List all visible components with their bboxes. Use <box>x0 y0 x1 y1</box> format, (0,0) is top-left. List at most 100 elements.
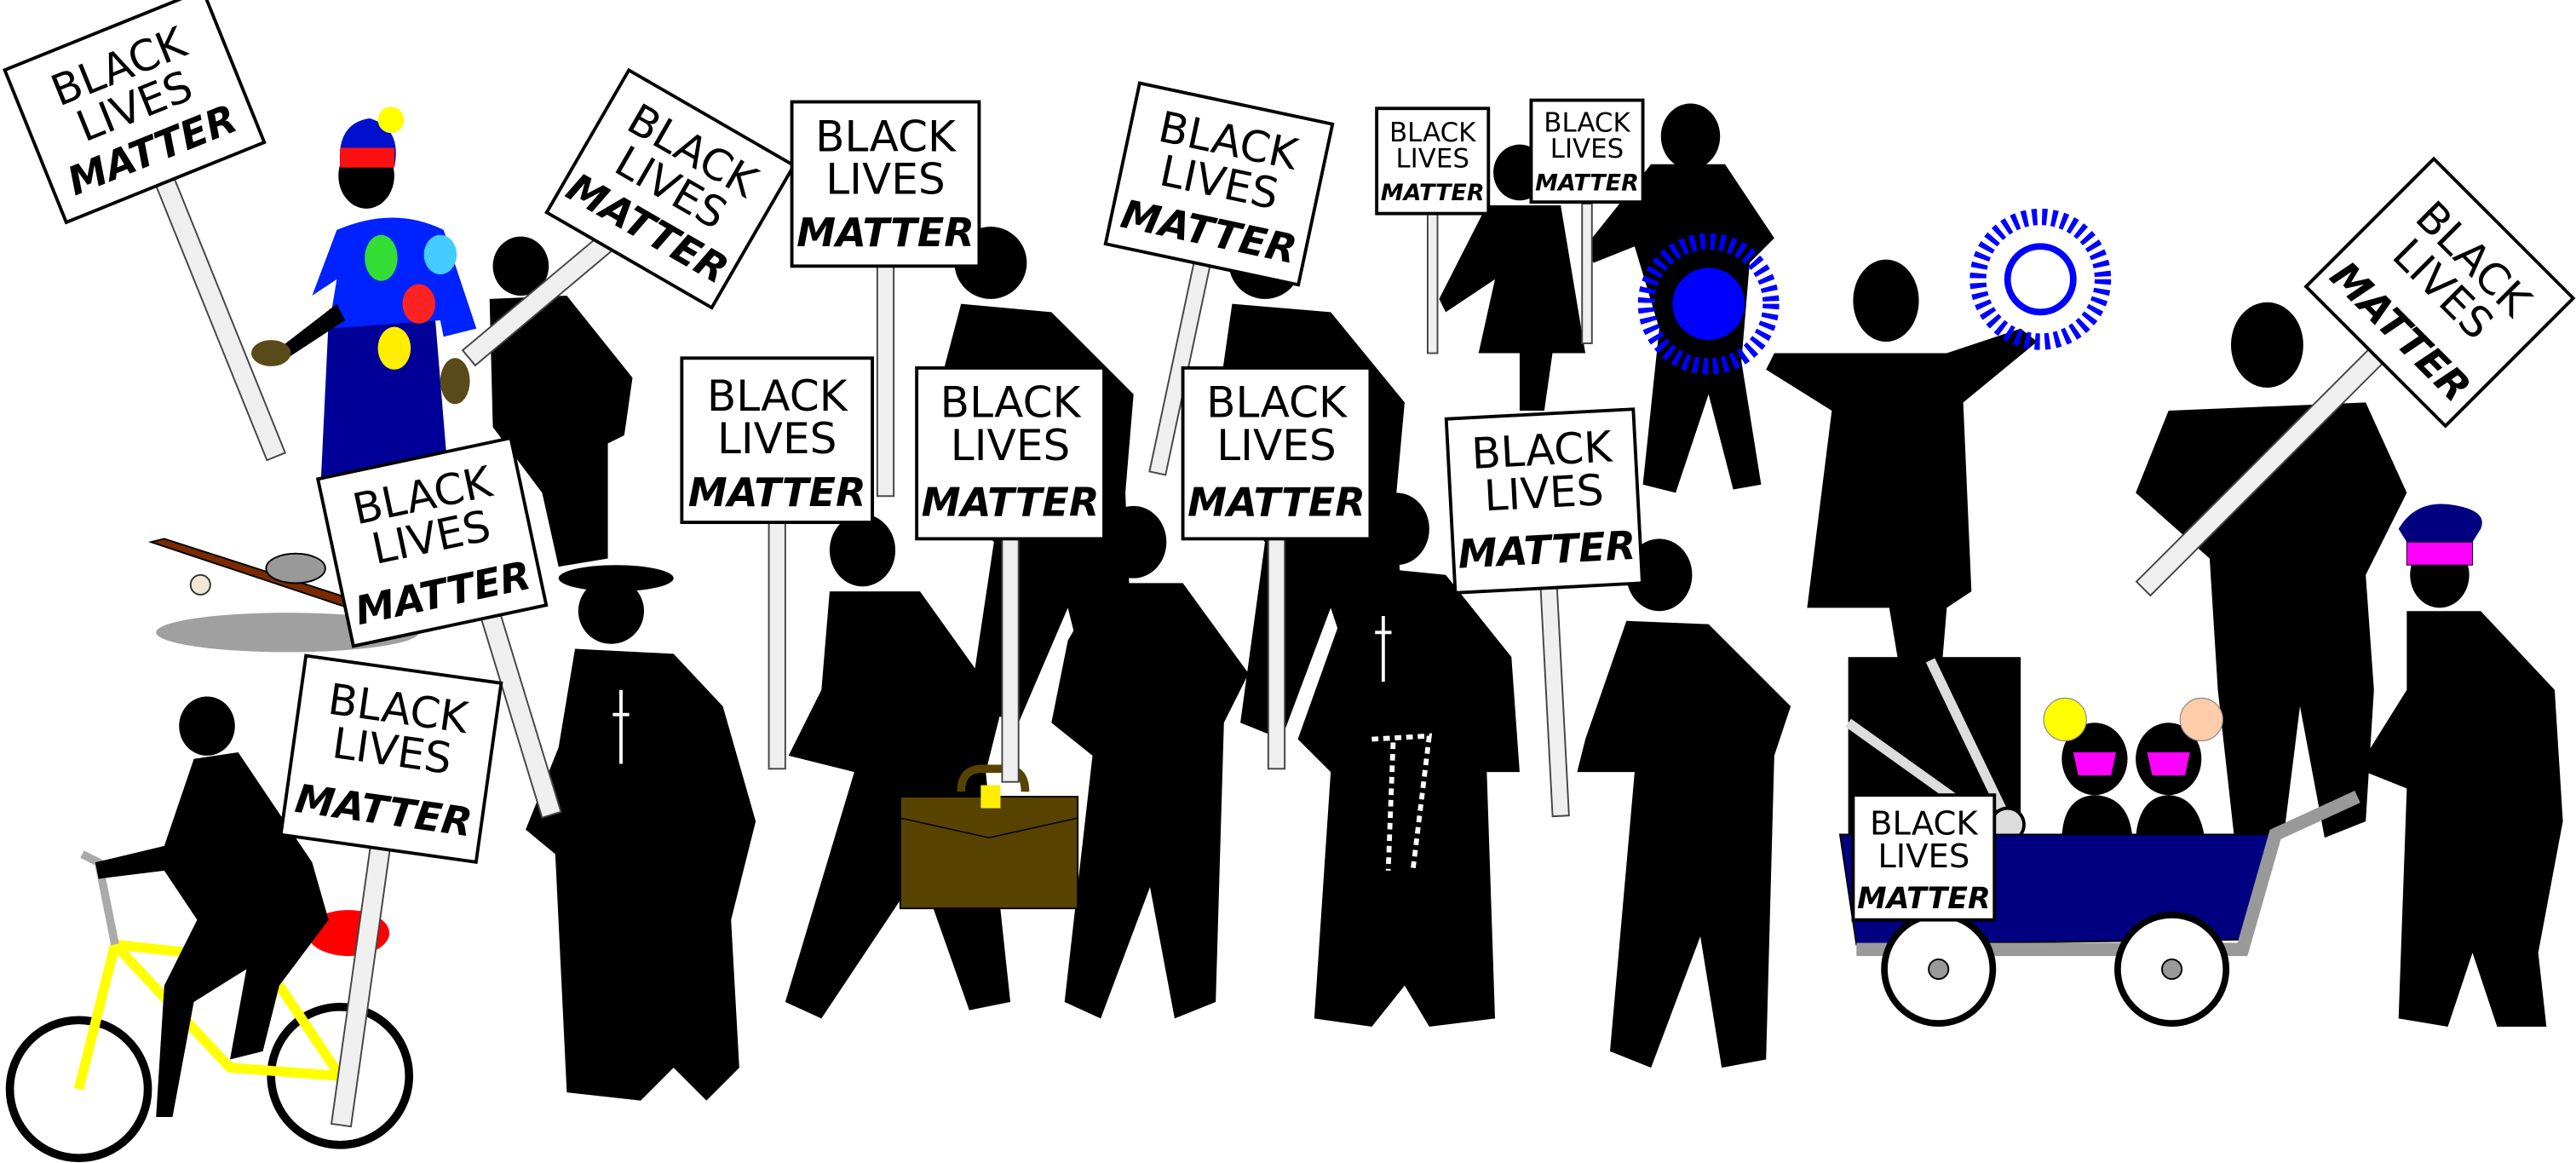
protest-sign: BLACK LIVES MATTER <box>680 356 874 770</box>
police-cap <box>2398 504 2482 543</box>
sign-line1: BLACK <box>940 377 1082 428</box>
head <box>2231 302 2303 388</box>
body <box>1577 620 1791 1068</box>
protest-sign: BLACK LIVES MATTER <box>790 100 981 498</box>
sign-line3: MATTER <box>1381 180 1485 206</box>
sign-pole <box>155 177 287 462</box>
protest-sign: BLACK LIVES MATTER <box>1103 81 1335 476</box>
sign-board <box>1103 81 1335 287</box>
sign-pole <box>1267 538 1286 770</box>
hat <box>558 565 674 592</box>
sign-board <box>1529 98 1645 204</box>
head <box>1363 492 1429 566</box>
sign-board <box>1375 107 1491 216</box>
sign-line2: LIVES <box>1216 420 1337 470</box>
bike-frame <box>73 939 350 1091</box>
cassock <box>526 648 756 1101</box>
protest-sign: BLACK LIVES MATTER <box>1529 98 1645 344</box>
head <box>1626 538 1693 612</box>
wagon <box>1838 657 2360 1027</box>
pompom <box>377 107 405 134</box>
pompom-right <box>1969 208 2112 350</box>
protest-sign: BLACK LIVES MATTER <box>1181 366 1372 770</box>
sign-board <box>315 435 549 648</box>
sign-pole <box>876 265 895 498</box>
pompom-left <box>1637 233 1780 375</box>
flower-peach <box>2179 697 2223 742</box>
shirt-spot-cyan <box>423 234 457 274</box>
shoe <box>265 552 326 584</box>
sign-board <box>3 0 267 225</box>
sign-line1: BLACK <box>1389 118 1476 148</box>
pacifier <box>2073 752 2116 775</box>
sign-line2: LIVES <box>1395 144 1469 175</box>
cassock <box>1297 567 1520 1027</box>
head <box>578 578 644 644</box>
head <box>492 236 549 297</box>
sign-line3: MATTER <box>796 210 975 256</box>
sign-line3: MATTER <box>1187 479 1366 525</box>
briefcase <box>899 764 1079 910</box>
sign-board <box>915 366 1106 541</box>
sign-line3: MATTER <box>1535 170 1639 197</box>
protest-sign: BLACK LIVES MATTER <box>3 0 287 462</box>
body <box>95 752 329 1118</box>
body <box>785 591 1011 1019</box>
protest-sign: BLACK LIVES MATTER <box>915 366 1106 783</box>
body <box>2136 402 2407 838</box>
sign-line2: LIVES <box>717 413 837 463</box>
sign-pole <box>1539 584 1570 818</box>
sign-line2: LIVES <box>825 154 946 204</box>
head <box>1101 505 1167 579</box>
sign-line1: BLACK <box>815 111 957 161</box>
head <box>1853 259 1919 343</box>
body <box>1766 328 2038 707</box>
body <box>2366 611 2563 1027</box>
body <box>1439 204 1586 411</box>
sign-line1: BLACK <box>1470 421 1614 479</box>
baby-body <box>2136 795 2205 838</box>
sign-line2: LIVES <box>1877 838 1969 876</box>
crowd-front <box>526 492 2563 1101</box>
skateboarder <box>147 107 477 653</box>
sign-line1: BLACK <box>1206 377 1348 428</box>
sign-line3: MATTER <box>1457 522 1636 578</box>
head <box>1660 103 1721 170</box>
body <box>1051 583 1249 1019</box>
shirt-spot-red <box>402 284 436 324</box>
sign-board <box>1851 793 1997 922</box>
skateboard-wheel <box>189 573 211 596</box>
sign-line3: MATTER <box>688 469 866 515</box>
body <box>489 296 633 567</box>
shirt-spot-yellow <box>377 326 411 370</box>
wagon-hub <box>2161 958 2183 981</box>
shirt-spot-green <box>365 234 398 281</box>
glove-left <box>251 340 291 366</box>
sign-line1: BLACK <box>1870 804 1979 843</box>
head <box>179 696 235 756</box>
sign-board <box>1444 407 1645 595</box>
wagon-frame <box>1856 791 2360 957</box>
sign-line1: BLACK <box>707 371 848 421</box>
pacifier <box>2147 752 2190 775</box>
protest-sign: BLACK LIVES MATTER <box>279 653 503 1128</box>
sign-line2: LIVES <box>1483 464 1605 521</box>
body <box>1585 164 1774 493</box>
arm <box>279 303 345 359</box>
sign-board <box>279 653 503 865</box>
sign-line2: LIVES <box>951 420 1071 470</box>
sign-pole <box>1581 203 1593 344</box>
protest-sign: BLACK LIVES MATTER <box>1851 793 1997 922</box>
sign-board <box>680 356 874 525</box>
sign-pole <box>1001 534 1020 783</box>
beanie-band <box>340 147 394 168</box>
sign-line2: LIVES <box>1550 134 1624 164</box>
protest-sign: BLACK LIVES MATTER <box>1444 407 1645 818</box>
sign-board <box>790 100 981 268</box>
sign-board <box>544 67 796 310</box>
sign-pole <box>768 521 786 770</box>
sign-line1: BLACK <box>1544 107 1630 138</box>
flower-yellow <box>2043 697 2087 742</box>
glove-right <box>440 358 470 405</box>
